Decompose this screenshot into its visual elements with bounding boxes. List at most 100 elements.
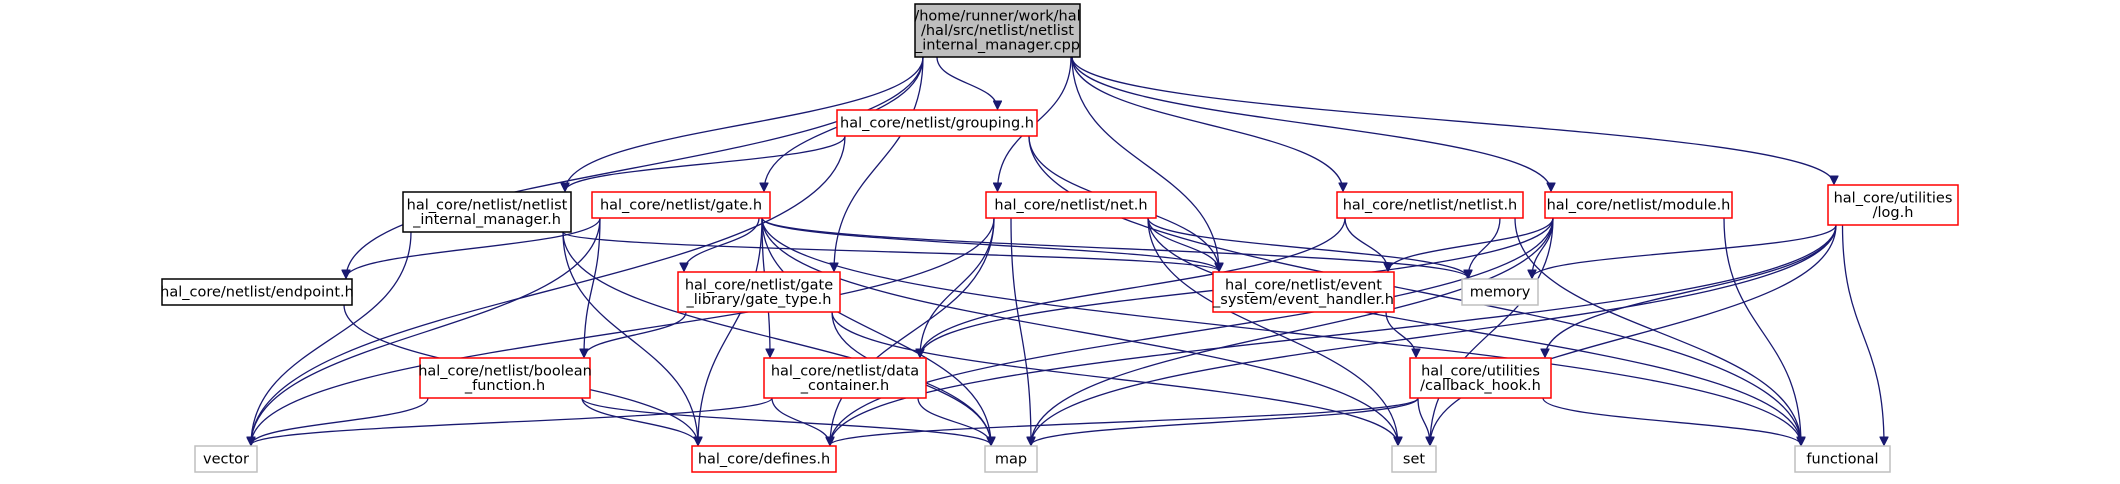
node-netlist-h[interactable]: hal_core/netlist/netlist.h bbox=[1336, 191, 1524, 219]
edge-net_h-to-data_container_h bbox=[920, 217, 995, 357]
node-box bbox=[1336, 191, 1524, 219]
node-label-line: memory bbox=[1470, 285, 1531, 301]
node-box bbox=[402, 191, 572, 233]
edge-internal_manager_cpp-to-grouping_h bbox=[936, 56, 998, 109]
edge-log_h-to-map bbox=[1031, 224, 1837, 445]
node-gate-h[interactable]: hal_core/netlist/gate.h bbox=[591, 191, 771, 219]
edge-net_h-to-vector bbox=[251, 217, 995, 445]
node-map: map bbox=[984, 445, 1038, 473]
node-label-line: hal_core/defines.h bbox=[698, 452, 830, 468]
edge-boolean_function_h-to-map bbox=[581, 397, 991, 446]
node-box bbox=[914, 3, 1081, 58]
node-module-h[interactable]: hal_core/netlist/module.h bbox=[1544, 191, 1733, 219]
edge-callback_hook_h-to-map bbox=[1031, 397, 1419, 446]
edge-callback_hook_h-to-set bbox=[1417, 397, 1430, 445]
node-box bbox=[985, 191, 1157, 219]
edge-grouping_h-to-vector bbox=[251, 135, 846, 445]
node-label-line: hal_core/netlist/endpoint.h bbox=[160, 285, 354, 301]
edge-internal_manager_cpp-to-endpoint_h bbox=[346, 56, 924, 278]
node-box bbox=[984, 445, 1038, 473]
nodes-layer: /home/runner/work/hal/hal/src/netlist/ne… bbox=[160, 3, 1959, 473]
node-box bbox=[1827, 184, 1959, 226]
node-label-line: map bbox=[995, 452, 1027, 468]
edge-gate_h-to-gate_type_h bbox=[684, 217, 760, 271]
node-box bbox=[1544, 191, 1733, 219]
node-label-line: /home/runner/work/hal bbox=[914, 9, 1080, 25]
edge-internal_manager_cpp-to-log_h bbox=[1071, 56, 1834, 184]
node-label-line: hal_core/netlist/gate.h bbox=[600, 198, 762, 214]
edge-gate_h-to-map bbox=[761, 217, 991, 445]
edge-boolean_function_h-to-vector bbox=[251, 397, 429, 445]
edge-callback_hook_h-to-defines_h bbox=[830, 397, 1419, 446]
node-box bbox=[677, 271, 841, 313]
edge-gate_h-to-defines_h bbox=[698, 217, 763, 445]
node-vector: vector bbox=[194, 445, 258, 473]
node-label-line: _internal_manager.h bbox=[412, 212, 561, 228]
node-endpoint-h[interactable]: hal_core/netlist/endpoint.h bbox=[160, 278, 354, 306]
edge-gate_type_h-to-boolean_function_h bbox=[584, 311, 687, 357]
node-callback-hook-h[interactable]: hal_core/utilities/callback_hook.h bbox=[1409, 357, 1552, 399]
edge-log_h-to-defines_h bbox=[830, 224, 1837, 445]
edge-callback_hook_h-to-functional bbox=[1542, 397, 1801, 445]
node-label-line: hal_core/netlist/grouping.h bbox=[840, 116, 1034, 132]
edge-net_h-to-set bbox=[1147, 217, 1398, 445]
node-boolean-function-h[interactable]: hal_core/netlist/boolean_function.h bbox=[418, 357, 592, 399]
node-box bbox=[836, 109, 1038, 137]
node-label-line: _container.h bbox=[800, 378, 889, 394]
edge-netlist_h-to-functional bbox=[1514, 217, 1801, 445]
edge-gate_h-to-vector bbox=[251, 217, 601, 445]
edge-net_h-to-functional bbox=[1147, 217, 1801, 445]
node-box bbox=[1212, 271, 1395, 313]
node-box bbox=[1391, 445, 1437, 473]
edge-gate_h-to-set bbox=[761, 217, 1398, 445]
node-box bbox=[419, 357, 591, 399]
node-box bbox=[194, 445, 258, 473]
node-label-line: _library/gate_type.h bbox=[686, 292, 832, 308]
edge-net_h-to-map bbox=[1010, 217, 1031, 445]
node-box bbox=[1794, 445, 1891, 473]
edge-gate_type_h-to-set bbox=[831, 311, 1398, 445]
node-gate-type-h[interactable]: hal_core/netlist/gate_library/gate_type.… bbox=[677, 271, 841, 313]
node-net-h[interactable]: hal_core/netlist/net.h bbox=[985, 191, 1157, 219]
edge-internal_manager_cpp-to-netlist_h bbox=[1071, 56, 1343, 191]
edge-net_h-to-event_handler_h bbox=[1147, 217, 1219, 271]
node-event-handler-h[interactable]: hal_core/netlist/event_system/event_hand… bbox=[1212, 271, 1395, 313]
edge-boolean_function_h-to-defines_h bbox=[581, 397, 698, 445]
node-functional: functional bbox=[1794, 445, 1891, 473]
edge-module_h-to-defines_h bbox=[830, 217, 1554, 445]
node-box bbox=[161, 278, 353, 306]
node-label-line: /callback_hook.h bbox=[1420, 378, 1541, 394]
node-box bbox=[591, 191, 771, 219]
edge-gate_h-to-functional bbox=[761, 217, 1801, 445]
edge-netlist_h-to-memory bbox=[1468, 217, 1501, 278]
edge-module_h-to-functional bbox=[1723, 217, 1801, 445]
node-netlist-internal-manager-h[interactable]: hal_core/netlist/netlist_internal_manage… bbox=[402, 191, 572, 233]
node-label-line: hal_core/netlist/netlist bbox=[407, 197, 568, 213]
node-label-line: vector bbox=[203, 452, 249, 468]
edge-log_h-to-set bbox=[1430, 224, 1837, 445]
node-label-line: hal_core/netlist/gate bbox=[685, 277, 833, 293]
node-label-line: _internal_manager.cpp bbox=[914, 38, 1080, 54]
edge-event_handler_h-to-callback_hook_h bbox=[1385, 311, 1416, 357]
edge-gate_h-to-memory bbox=[761, 217, 1468, 279]
node-data-container-h[interactable]: hal_core/netlist/data_container.h bbox=[763, 357, 927, 399]
edge-gate_h-to-endpoint_h bbox=[346, 217, 601, 278]
node-memory: memory bbox=[1461, 278, 1539, 306]
node-grouping-h[interactable]: hal_core/netlist/grouping.h bbox=[836, 109, 1038, 137]
node-label-line: /hal/src/netlist/netlist bbox=[921, 23, 1074, 39]
node-label-line: set bbox=[1403, 452, 1425, 468]
node-box bbox=[763, 357, 927, 399]
node-label-line: hal_core/utilities bbox=[1421, 363, 1540, 379]
edge-data_container_h-to-map bbox=[917, 397, 991, 445]
node-label-line: hal_core/netlist/net.h bbox=[994, 198, 1147, 214]
edge-module_h-to-map bbox=[1031, 217, 1554, 445]
node-box bbox=[1461, 278, 1539, 306]
node-box bbox=[1409, 357, 1552, 399]
node-label-line: hal_core/utilities bbox=[1834, 190, 1953, 206]
node-log-h[interactable]: hal_core/utilities/log.h bbox=[1827, 184, 1959, 226]
node-label-line: hal_core/netlist/data bbox=[771, 363, 919, 379]
node-label-line: hal_core/netlist/event bbox=[1225, 277, 1382, 293]
edge-module_h-to-set bbox=[1430, 217, 1554, 445]
node-defines-h[interactable]: hal_core/defines.h bbox=[691, 445, 837, 473]
